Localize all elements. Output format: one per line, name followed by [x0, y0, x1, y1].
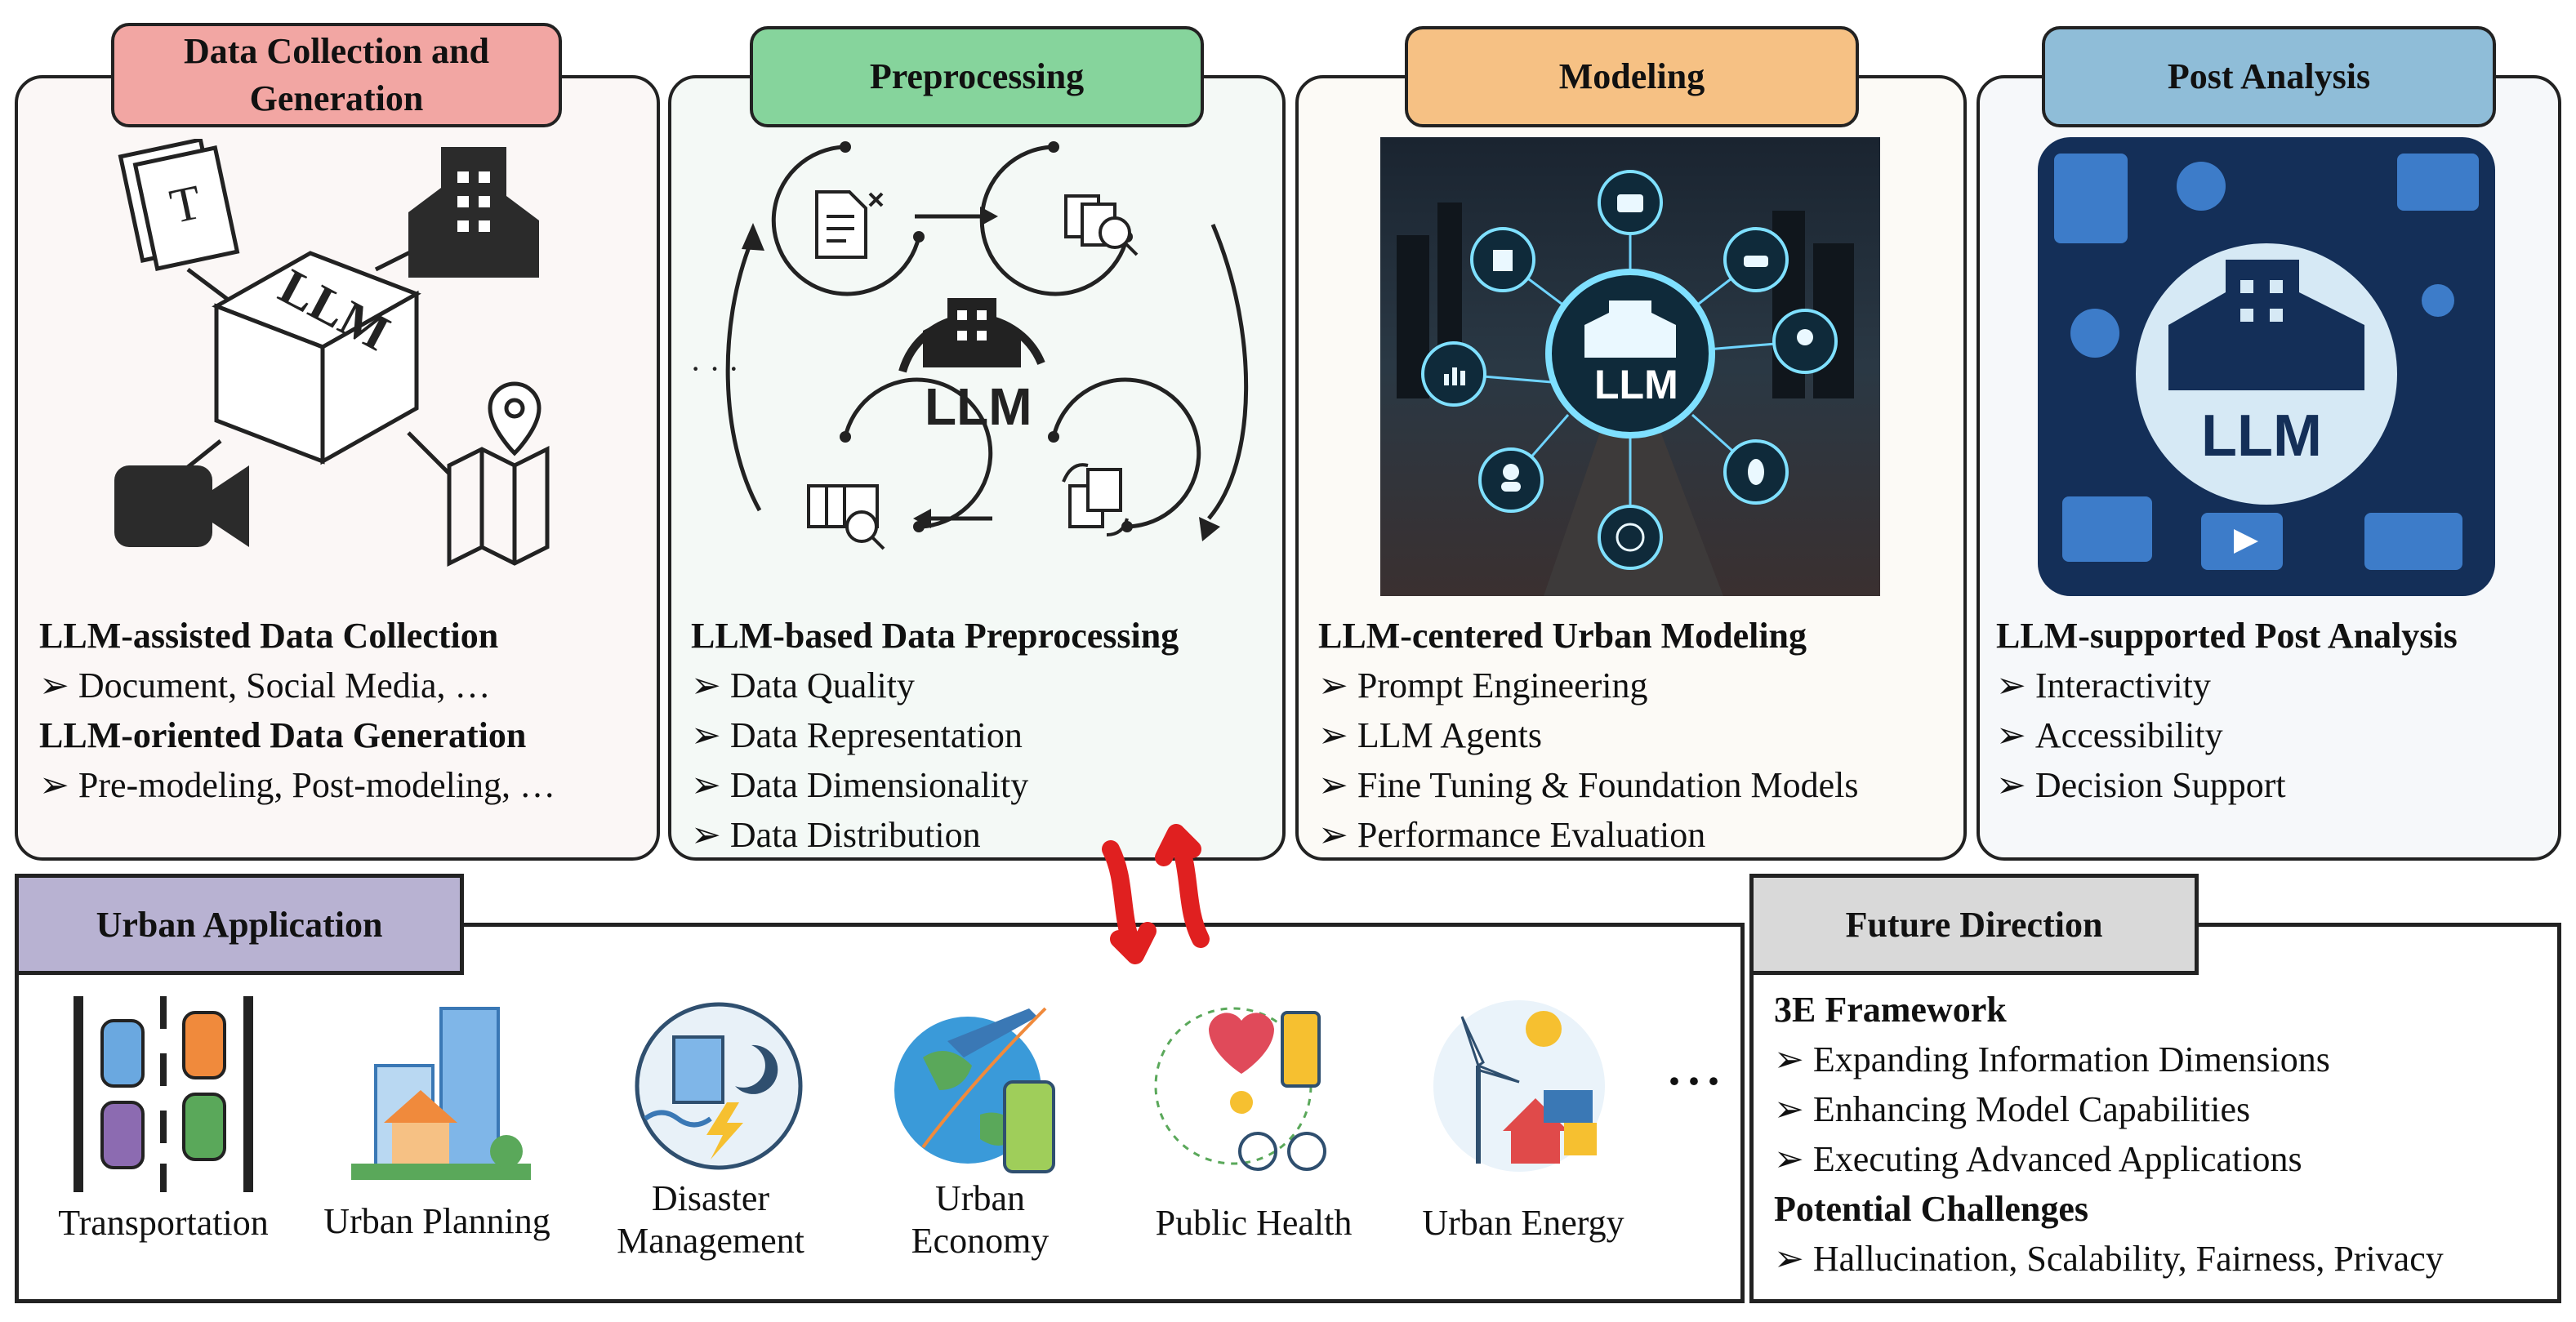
collection-bullet: Document, Social Media, …: [39, 661, 555, 710]
post-analysis-text: LLM-supported Post Analysis Interactivit…: [1996, 611, 2458, 810]
document-search-icon: [1064, 194, 1139, 256]
future-direction-tab: Future Direction: [1749, 874, 2199, 975]
challenges-heading: Potential Challenges: [1774, 1189, 2088, 1229]
modeling-tab: Modeling: [1405, 26, 1859, 127]
post-analysis-llm-label: LLM: [2201, 403, 2322, 469]
preprocessing-tab: Preprocessing: [750, 26, 1204, 127]
framework-bullet: Enhancing Model Capabilities: [1774, 1084, 2444, 1134]
modeling-network-illustration: LLM: [1380, 137, 1880, 596]
post-analysis-dashboard-illustration: LLM: [2038, 137, 2495, 596]
app-urban-planning: Urban Planning: [323, 1201, 550, 1241]
modeling-llm-label: LLM: [1594, 362, 1678, 407]
exchange-arrows-icon: [1102, 824, 1210, 964]
globe-travel-icon: [894, 1007, 1055, 1173]
preprocessing-cycle-illustration: LLM · · ·: [690, 141, 1249, 550]
modeling-bullet: Performance Evaluation: [1318, 810, 1859, 860]
app-urban-energy: Urban Energy: [1422, 1203, 1624, 1243]
buildings-icon: [408, 147, 539, 278]
post-analysis-heading: LLM-supported Post Analysis: [1996, 616, 2458, 656]
data-collection-text: LLM-assisted Data Collection Document, S…: [39, 611, 555, 810]
preprocessing-ellipsis: · · ·: [690, 350, 739, 387]
generation-heading: LLM-oriented Data Generation: [39, 715, 527, 755]
map-pin-icon: [447, 381, 550, 568]
modeling-bullet: Prompt Engineering: [1318, 661, 1859, 710]
document-info-icon: [807, 484, 885, 550]
city-buildings-icon: [351, 1007, 531, 1180]
preprocessing-llm-label: LLM: [925, 377, 1032, 436]
framework-bullet: Executing Advanced Applications: [1774, 1134, 2444, 1184]
framework-bullet: Expanding Information Dimensions: [1774, 1035, 2444, 1084]
preprocessing-bullet: Data Quality: [691, 661, 1179, 710]
modeling-bullet: Fine Tuning & Foundation Models: [1318, 760, 1859, 810]
health-icon: [1154, 1007, 1326, 1171]
framework-heading: 3E Framework: [1774, 990, 2007, 1030]
post-analysis-bullet: Interactivity: [1996, 661, 2458, 710]
llm-cube-icon: [212, 251, 421, 465]
modeling-heading: LLM-centered Urban Modeling: [1318, 616, 1807, 656]
document-remove-icon: [815, 190, 884, 259]
preprocessing-bullet: Data Dimensionality: [691, 760, 1179, 810]
modeling-text: LLM-centered Urban Modeling Prompt Engin…: [1318, 611, 1859, 860]
road-cars-icon: [74, 996, 253, 1192]
app-urban-economy: Urban Economy: [911, 1178, 1050, 1261]
future-direction-text: 3E Framework Expanding Information Dimen…: [1774, 985, 2444, 1284]
video-camera-icon: [114, 465, 249, 547]
app-disaster-management: Disaster Management: [617, 1178, 804, 1261]
preprocessing-text: LLM-based Data Preprocessing Data Qualit…: [691, 611, 1179, 860]
post-analysis-bullet: Accessibility: [1996, 710, 2458, 760]
document-transfer-icon: [1062, 463, 1129, 536]
document-icon: T: [118, 139, 240, 271]
globe-node-icon: [1598, 505, 1663, 570]
challenges-bullet: Hallucination, Scalability, Fairness, Pr…: [1774, 1234, 2444, 1284]
preprocessing-heading: LLM-based Data Preprocessing: [691, 616, 1179, 656]
app-public-health: Public Health: [1155, 1203, 1353, 1243]
preprocessing-bullet: Data Distribution: [691, 810, 1179, 860]
collection-heading: LLM-assisted Data Collection: [39, 616, 499, 656]
app-transportation: Transportation: [58, 1203, 269, 1243]
modeling-bullet: LLM Agents: [1318, 710, 1859, 760]
llm-data-collection-illustration: T LLM: [114, 139, 550, 568]
post-analysis-bullet: Decision Support: [1996, 760, 2458, 810]
urban-application-tab: Urban Application: [15, 874, 464, 975]
data-collection-tab: Data Collection and Generation: [111, 23, 562, 127]
preprocessing-bullet: Data Representation: [691, 710, 1179, 760]
llm-building-icon: [898, 298, 1045, 373]
generation-bullet: Pre-modeling, Post-modeling, …: [39, 760, 555, 810]
app-ellipsis: ···: [1666, 1054, 1726, 1108]
wind-solar-icon: [1433, 1000, 1605, 1172]
play-icon: [2234, 529, 2258, 554]
disaster-icon: [635, 1002, 803, 1170]
post-analysis-tab: Post Analysis: [2042, 26, 2496, 127]
